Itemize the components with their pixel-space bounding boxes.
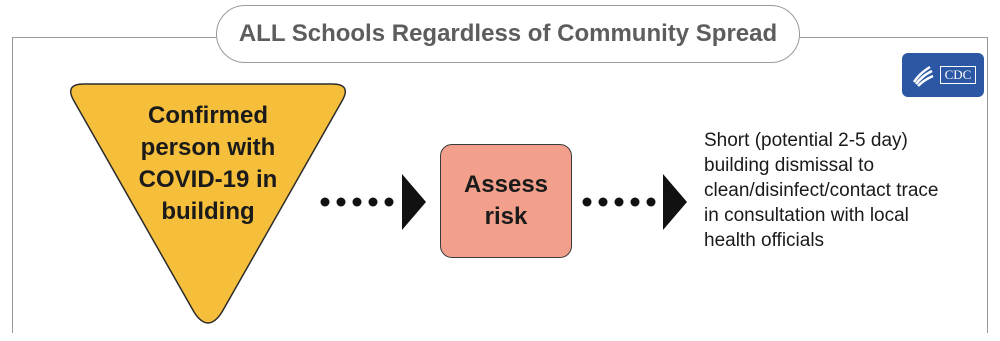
trigger-label: Confirmed person with COVID-19 in buildi… [110, 100, 306, 228]
trigger-line: COVID-19 in [138, 166, 278, 193]
assess-risk-label: Assess risk [451, 169, 561, 233]
step-line: Assess [463, 171, 549, 198]
outcome-line: in consultation with local [704, 205, 909, 226]
trigger-line: Confirmed [148, 102, 268, 129]
connector-arrow-2 [582, 174, 687, 230]
connector-arrow-1 [320, 174, 426, 230]
assess-risk-box: Assess risk [440, 144, 572, 258]
arrowhead-2 [663, 174, 687, 230]
trigger-line: person with [140, 134, 276, 161]
cdc-logo: CDC [902, 53, 984, 97]
outcome-line: Short (potential 2-5 day) [704, 130, 908, 151]
hhs-eagle-icon [912, 65, 934, 87]
outcome-line: clean/disinfect/contact trace [704, 180, 939, 201]
trigger-line: building [161, 198, 255, 225]
title-banner: ALL Schools Regardless of Community Spre… [216, 5, 800, 63]
outcome-line: health officials [704, 230, 825, 251]
outcome-text: Short (potential 2-5 day) building dismi… [704, 128, 984, 253]
page-title: ALL Schools Regardless of Community Spre… [238, 20, 778, 47]
step-line: risk [484, 203, 528, 230]
trigger-triangle [69, 83, 347, 324]
cdc-logo-text: CDC [939, 66, 977, 84]
outcome-line: building dismissal to [704, 155, 875, 176]
arrowhead-1 [402, 174, 426, 230]
